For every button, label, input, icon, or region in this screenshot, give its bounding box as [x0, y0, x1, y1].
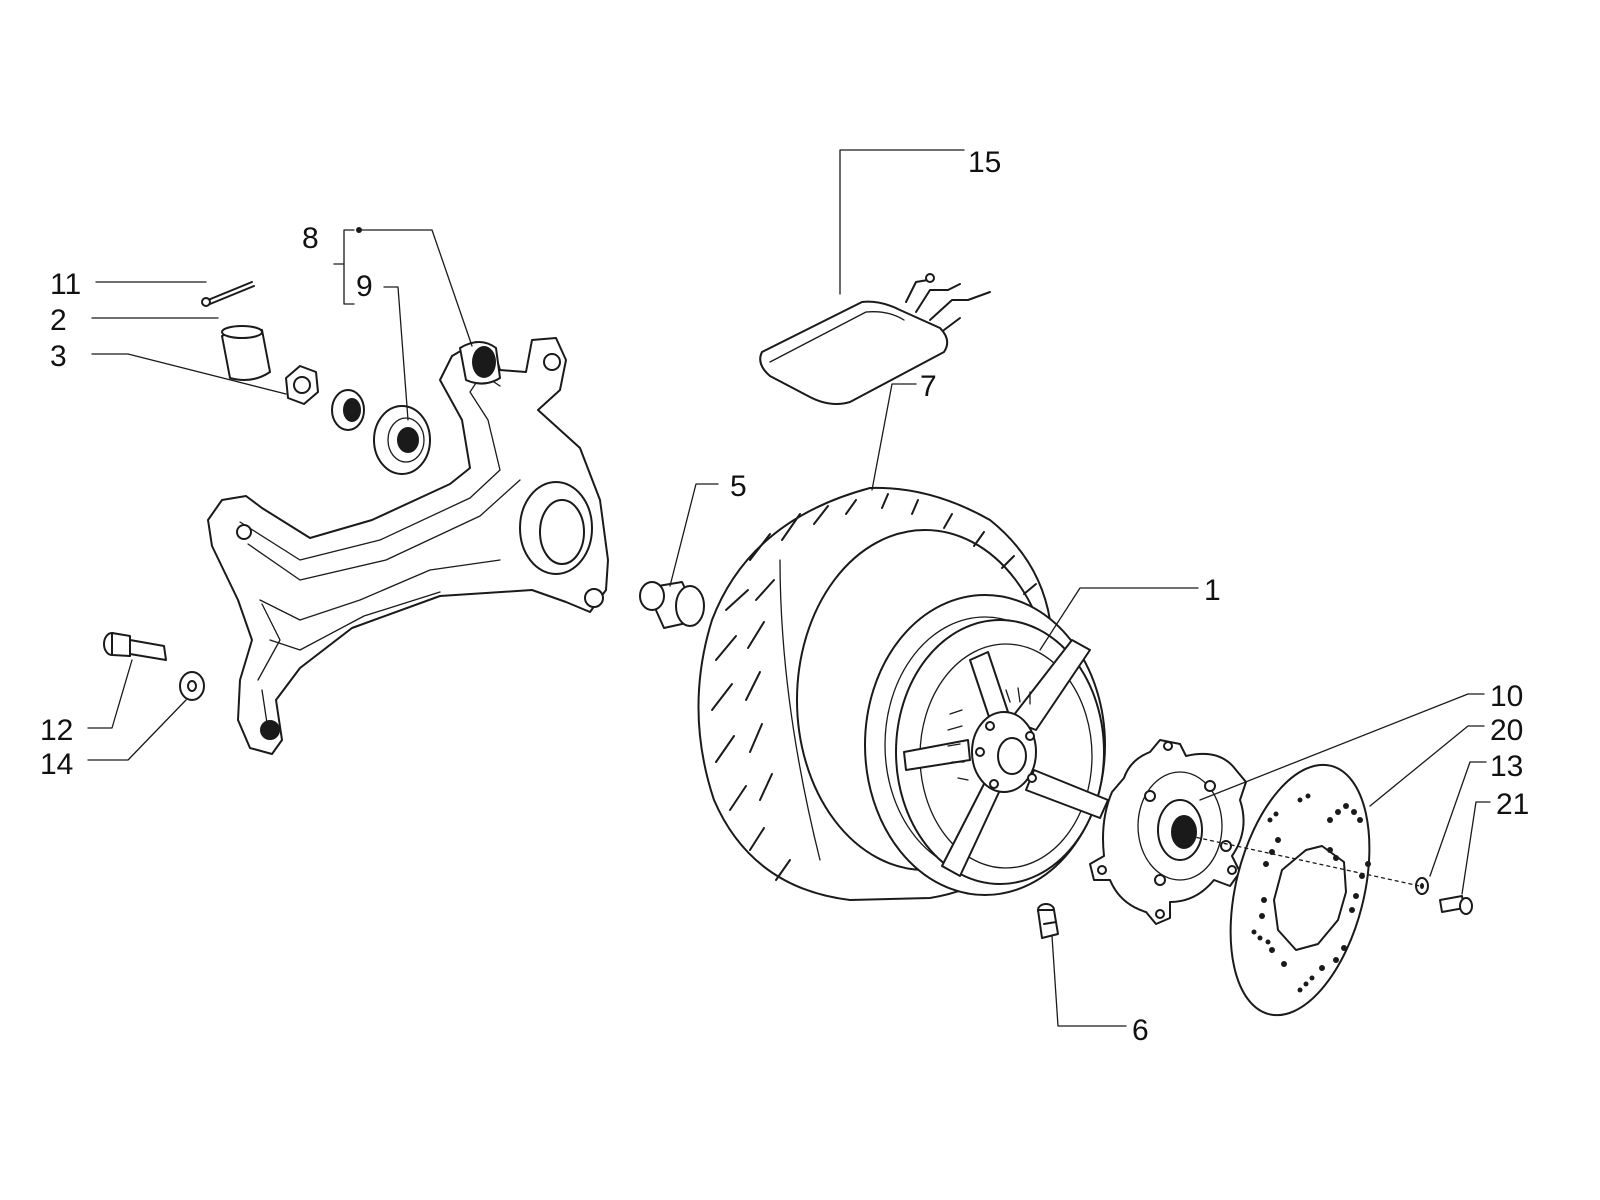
- callout-11: 11: [50, 268, 81, 301]
- small-bearing-drawing: [331, 389, 365, 431]
- leader-lines: [87, 149, 1491, 1027]
- part-14-drawing: [1415, 877, 1429, 895]
- callout-7: 7: [920, 370, 937, 403]
- part-11-drawing: [201, 281, 255, 307]
- part-2-drawing: [221, 325, 271, 381]
- part-6-drawing: [1037, 903, 1059, 939]
- callout-15: 15: [968, 146, 1001, 179]
- callout-2: 2: [50, 304, 67, 337]
- callout-1: 1: [1204, 574, 1221, 607]
- part-21-drawing: [1439, 895, 1473, 915]
- callout-10: 10: [1490, 680, 1523, 713]
- callout-13: 14: [40, 748, 73, 781]
- callout-3: 3: [50, 340, 67, 373]
- callout-8: 8: [302, 222, 319, 255]
- part-10-drawing: [1089, 739, 1247, 925]
- part-3-drawing: [285, 365, 319, 405]
- callout-labels: 15 8 9 11 2 3 7 5 1 10 20 13 21 6 12 14: [40, 146, 1529, 1047]
- callout-9: 9: [356, 270, 373, 303]
- swing-arm-drawing: [207, 337, 609, 755]
- part-5-drawing: [639, 581, 705, 629]
- part-13-drawing: [179, 671, 205, 701]
- callout-20: 20: [1490, 714, 1523, 747]
- callout-6: 6: [1132, 1014, 1149, 1047]
- callout-5: 5: [730, 470, 747, 503]
- part-20-drawing: [1229, 763, 1371, 1017]
- callout-12: 12: [40, 714, 73, 747]
- part-9-drawing: [373, 405, 431, 475]
- callout-14: 13: [1490, 750, 1523, 783]
- part-15-drawing: [759, 273, 991, 405]
- callout-21: 21: [1496, 788, 1529, 821]
- part-1-drawing: [864, 594, 1109, 896]
- part-12-drawing: [103, 632, 167, 661]
